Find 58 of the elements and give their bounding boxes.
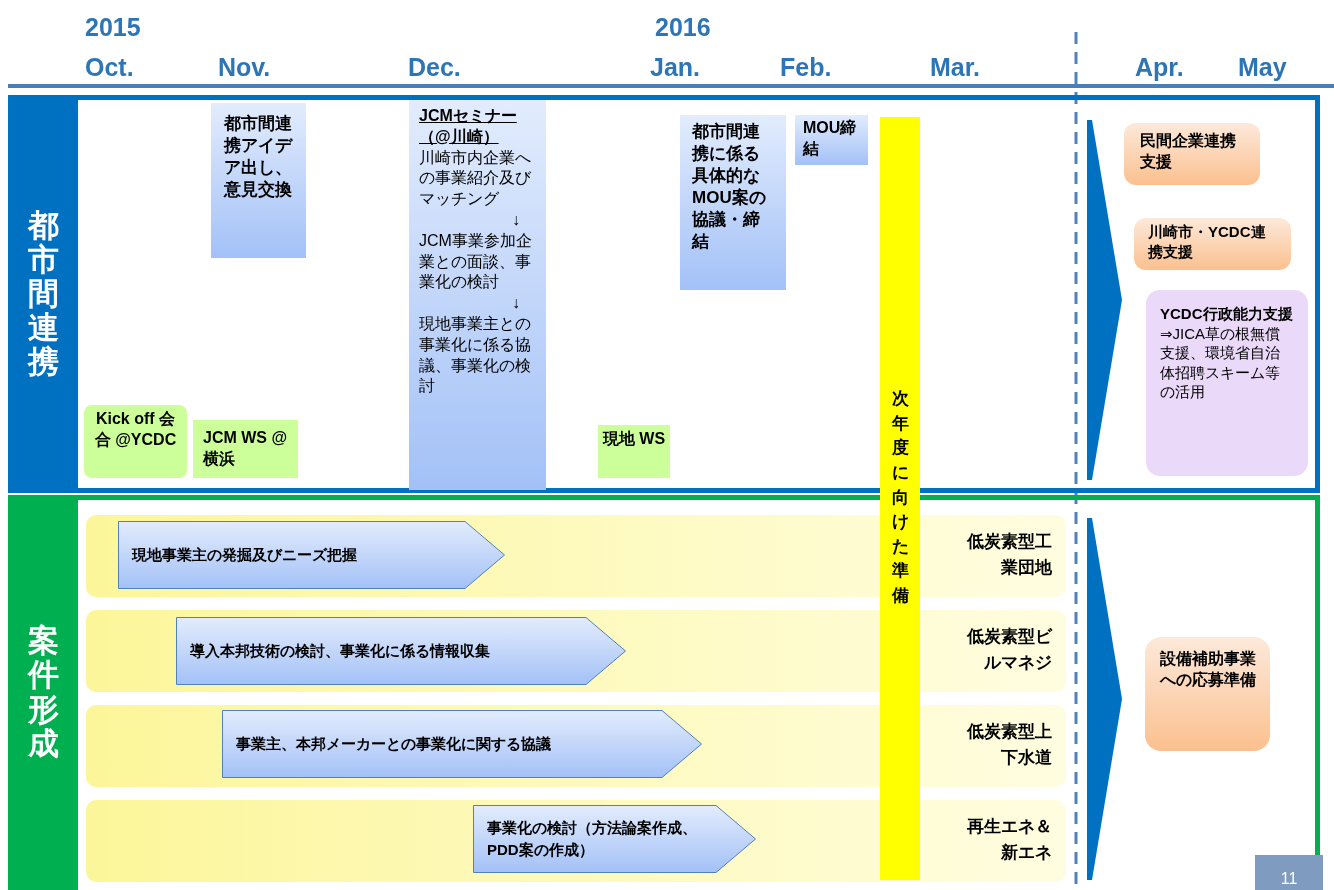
- support-box: [1124, 123, 1260, 185]
- box-text: JCM事業参加企業との面談、事業化の検討: [419, 230, 533, 293]
- section-title: 都市間連携: [27, 208, 59, 380]
- project-row-band: [86, 610, 1066, 692]
- category-label: 低炭素型ビルマネジ: [966, 626, 1052, 674]
- project-row-band: [86, 800, 1066, 882]
- bar-label: 次年度に向けた準備: [891, 388, 909, 608]
- year-label: 2016: [655, 12, 711, 42]
- box-text: 都市間連携アイデア出し、意見交換: [224, 113, 293, 202]
- month-label: Nov.: [218, 52, 271, 82]
- box-text: 都市間連携に係る具体的なMOU案の協議・締結: [692, 121, 767, 254]
- event-box: [84, 405, 187, 478]
- box-text: 現地事業主との事業化に係る協議、事業化の検討: [419, 313, 532, 397]
- preparation-bar: [880, 117, 920, 880]
- task-pentagon: [473, 805, 756, 873]
- month-label: Mar.: [930, 52, 981, 82]
- process-label: 現地事業主の発掘及びニーズ把握: [132, 545, 358, 566]
- box-text: YCDC行政能力支援: [1160, 304, 1294, 324]
- process-label: 導入本邦技術の検討、事業化に係る情報収集: [190, 641, 491, 662]
- category-label: 低炭素型上下水道: [966, 721, 1052, 769]
- support-box: [1146, 290, 1308, 476]
- event-box: [598, 425, 670, 478]
- project-row-band: [86, 705, 1066, 787]
- box-text: 設備補助事業への応募準備: [1159, 649, 1256, 690]
- month-label: Oct.: [85, 52, 134, 82]
- category-label: 再生エネ＆新エネ: [966, 816, 1052, 864]
- year-label: 2015: [85, 12, 141, 42]
- support-box: [1134, 218, 1291, 270]
- down-arrow-glyph: ↓: [511, 293, 521, 314]
- down-arrow-glyph: ↓: [511, 210, 521, 230]
- activity-box: [795, 115, 868, 165]
- month-label: Dec.: [408, 52, 461, 82]
- box-text: ⇒JICA草の根無償支援、環境省自治体招聘スキーム等の活用: [1160, 323, 1282, 402]
- box-text: 川崎市・YCDC連携支援: [1148, 222, 1267, 261]
- box-text: MOU締結: [803, 118, 858, 159]
- process-label: 事業化の検討（方法論案作成、PDD案の作成）: [487, 818, 698, 860]
- activity-box: [211, 103, 306, 258]
- box-text: Kick off 会合 @YCDC: [93, 409, 178, 450]
- process-label: 事業主、本邦メーカーとの事業化に関する協議: [236, 734, 552, 755]
- box-text: 現地 WS: [602, 429, 666, 449]
- event-box: [193, 420, 298, 478]
- month-label: Feb.: [780, 52, 832, 82]
- activity-box: [409, 100, 546, 490]
- box-text: 民間企業連携支援: [1140, 131, 1237, 172]
- task-pentagon: [118, 521, 505, 589]
- section-title: 案件形成: [27, 624, 59, 761]
- month-label: Jan.: [650, 52, 701, 82]
- category-label: 低炭素型工業団地: [966, 531, 1052, 579]
- box-heading: JCMセミナー（@川崎）: [419, 106, 518, 147]
- task-pentagon: [176, 617, 626, 685]
- box-text: 川崎市内企業への事業紹介及びマッチング: [419, 147, 532, 210]
- month-label: Apr.: [1135, 52, 1184, 82]
- page-number: 11: [1255, 855, 1323, 890]
- month-label: May: [1238, 52, 1287, 82]
- task-pentagon: [222, 710, 702, 778]
- activity-box: [680, 115, 786, 290]
- box-text: JCM WS @横浜: [203, 428, 288, 469]
- support-box: [1145, 637, 1270, 751]
